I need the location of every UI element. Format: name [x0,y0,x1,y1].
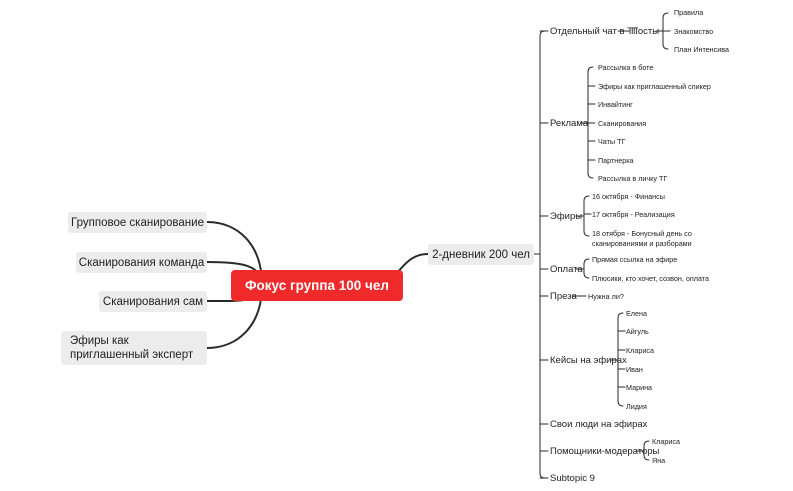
subtopic-separate-chat[interactable]: Отдельный чат в ТГ [550,26,638,38]
leaf-label: План Интенсива [674,45,729,54]
leaf-scanning[interactable]: Сканирования [598,119,646,129]
leaf-direct-link[interactable]: Прямая ссылка на эфире [592,255,677,265]
leaf-mod-klarisa[interactable]: Клариса [652,437,680,447]
root-topic[interactable]: Фокус группа 100 чел [231,270,403,301]
leaf-label: Марина [626,383,653,392]
topic-team-scanning[interactable]: Сканирования команда [76,252,207,273]
leaf-label: Нужна ли? [588,292,624,301]
trunk [539,30,546,479]
leaf-label: Эфиры как приглашенный спикер [598,82,711,91]
leaf-rules[interactable]: Правила [674,8,703,18]
leaf-label: 17 октября - Реализация [592,210,675,219]
leaf-label: Правила [674,8,704,17]
leaf-tg-chats[interactable]: Чаты ТГ [598,137,625,147]
subtopic-label: Отдельный чат в ТГ [550,26,639,37]
streams-bracket [583,195,590,237]
topic-label: Эфиры как приглашенный эксперт [70,335,194,361]
leaf-needed[interactable]: Нужна ли? [588,292,624,302]
leaf-label: 18 отября - Бонусный день со сканировани… [592,229,692,248]
leaf-label: Иван [626,365,643,374]
leaf-mod-yana[interactable]: Яна [652,456,665,466]
leaf-label: Елена [626,309,647,318]
leaf-label: Сканирования [598,119,647,128]
leaf-guest-speaker[interactable]: Эфиры как приглашенный спикер [598,82,711,92]
leaf-label: Плюсики, кто хочет, созвон, оплата [592,274,710,283]
leaf-intro[interactable]: Знакомство [674,27,713,37]
subtopic-cases[interactable]: Кейсы на эфирах [550,355,627,367]
subtopic-moderators[interactable]: Помощники-модераторы [550,446,659,458]
leaf-tg-dm-mailing[interactable]: Рассылка в личку ТГ [598,174,667,184]
leaf-aigul[interactable]: Айгуль [626,327,649,337]
leaf-label: Айгуль [626,327,649,336]
leaf-label: 16 октября - Финансы [592,192,665,201]
leaf-label: Прямая ссылка на эфире [592,255,678,264]
subtopic-ads[interactable]: Реклама [550,118,588,130]
leaf-oct-17[interactable]: 17 октября - Реализация [592,210,675,220]
subtopic-label: Subtopic 9 [550,473,595,484]
subtopic-label: Преза [550,291,577,302]
leaf-label: Клариса [652,437,680,446]
topic-label: 2-дневник 200 чел [432,248,530,261]
leaf-label: Партнерка [598,156,634,165]
topic-guest-expert-streams[interactable]: Эфиры как приглашенный эксперт [61,331,207,365]
topic-two-day-200[interactable]: 2-дневник 200 чел [428,244,534,265]
subtopic-own-people[interactable]: Свои люди на эфирах [550,419,647,431]
leaf-bot-mailing[interactable]: Рассылка в боте [598,63,653,73]
leaf-elena[interactable]: Елена [626,309,647,319]
subtopic-streams[interactable]: Эфиры [550,211,582,223]
leaf-pluses[interactable]: Плюсики, кто хочет, созвон, оплата [592,274,709,284]
leaf-plan[interactable]: План Интенсива [674,45,729,55]
subtopic-label: Реклама [550,118,589,129]
subtopic-label: Оплата [550,264,583,275]
subtopic-presentation[interactable]: Преза [550,291,577,303]
root-topic-label: Фокус группа 100 чел [245,278,389,293]
subtopic-subtopic-9[interactable]: Subtopic 9 [550,473,595,485]
leaf-lidia[interactable]: Лидия [626,402,647,412]
leaf-oct-18[interactable]: 18 отября - Бонусный день со сканировани… [592,229,710,249]
subtopic-label: Посты [631,26,660,37]
leaf-label: Инвайтинг [598,100,633,109]
topic-label: Групповое сканирование [71,216,204,229]
subtopic-label: Помощники-модераторы [550,446,660,457]
topic-label: Сканирования команда [78,256,205,269]
subtopic-label: Свои люди на эфирах [550,419,648,430]
cases-bracket [617,312,624,407]
leaf-label: Знакомство [674,27,714,36]
subtopic-label: Эфиры [550,211,583,222]
moderators-bracket [643,440,650,461]
subtopic-posts[interactable]: Посты [631,26,659,38]
leaf-label: Яна [652,456,666,465]
leaf-klarisa[interactable]: Клариса [626,346,654,356]
leaf-label: Рассылка в личку ТГ [598,174,668,183]
topic-group-scanning[interactable]: Групповое сканирование [68,212,207,233]
leaf-marina[interactable]: Марина [626,383,652,393]
payment-bracket [583,258,590,279]
leaf-inviting[interactable]: Инвайтинг [598,100,633,110]
leaf-label: Лидия [626,402,647,411]
subtopic-payment[interactable]: Оплата [550,264,583,276]
topic-self-scanning[interactable]: Сканирования сам [99,291,207,312]
leaf-oct-16[interactable]: 16 октября - Финансы [592,192,665,202]
topic-label: Сканирования сам [102,295,204,308]
subtopic-label: Кейсы на эфирах [550,355,627,366]
leaf-label: Клариса [626,346,654,355]
leaf-partner[interactable]: Партнерка [598,156,634,166]
leaf-ivan[interactable]: Иван [626,365,643,375]
leaf-label: Рассылка в боте [598,63,654,72]
leaf-label: Чаты ТГ [598,137,626,146]
